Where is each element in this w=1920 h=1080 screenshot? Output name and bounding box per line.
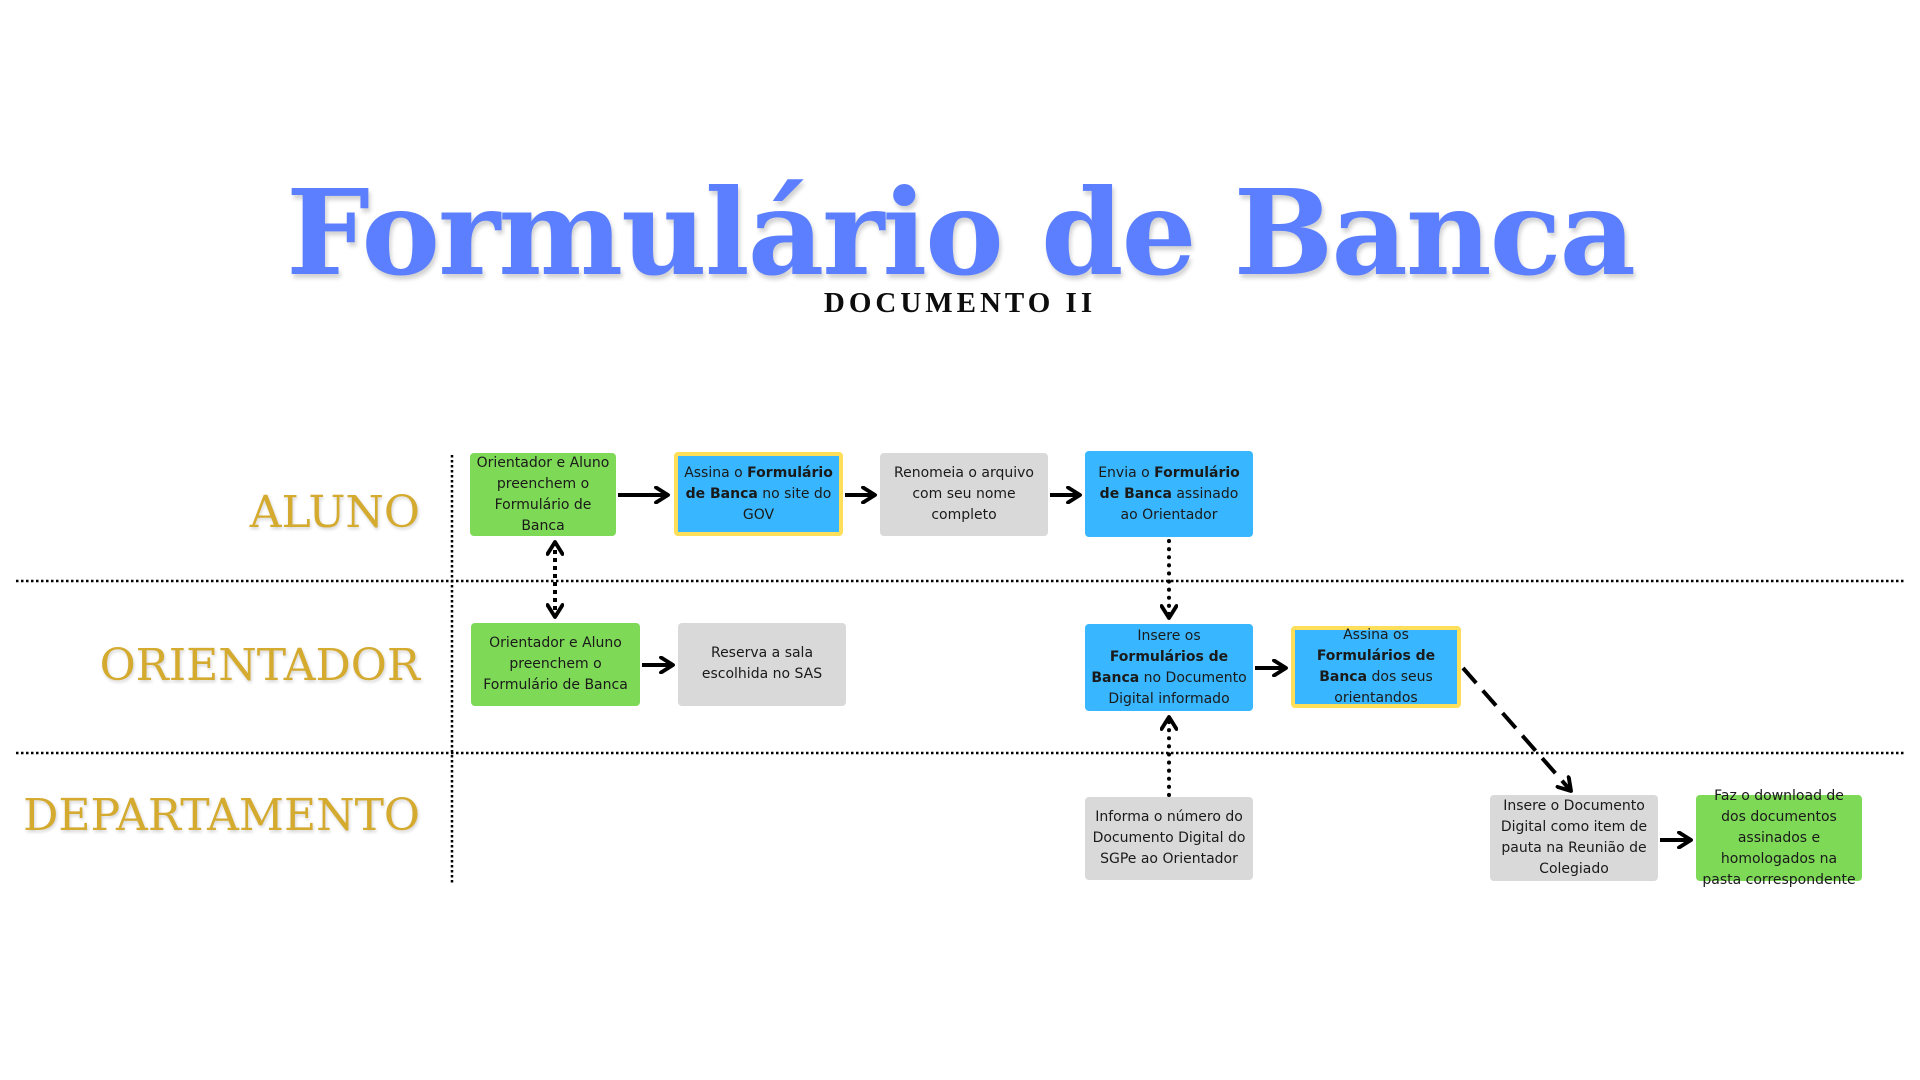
step-orientador-preenchem-formulario: Orientador e Aluno preenchem o Formulári… (471, 623, 640, 706)
step-text-run: Reserva a sala escolhida no SAS (701, 645, 823, 682)
step-aluno-envia-formulario: Envia o Formulário de Banca assinado ao … (1085, 451, 1253, 537)
step-text: Reserva a sala escolhida no SAS (684, 643, 840, 685)
step-text-run: no Documento Digital informado (1108, 669, 1247, 707)
step-text: Orientador e Aluno preenchem o Formulári… (477, 633, 634, 696)
step-text-bold: Formulário de Banca (1099, 464, 1240, 502)
lane-label-orientador: ORIENTADOR (99, 640, 420, 691)
step-text-run: Envia o (1098, 464, 1155, 481)
step-text-run: Renomeia o arquivo com seu nome completo (894, 465, 1034, 523)
lane-label-departamento: DEPARTAMENTO (23, 790, 420, 841)
step-text-run: Assina o (684, 464, 748, 481)
step-text-run: dos seus orientandos (1334, 669, 1433, 706)
step-aluno-preenchem-formulario: Orientador e Aluno preenchem o Formulári… (470, 453, 616, 536)
lane-label-aluno: ALUNO (249, 487, 420, 538)
step-departamento-download-documentos: Faz o download de dos documentos assinad… (1696, 788, 1862, 888)
step-text: Envia o Formulário de Banca assinado ao … (1091, 463, 1247, 526)
page-subtitle: DOCUMENTO II (823, 287, 1097, 319)
arrow-orient4-depto2 (1461, 666, 1571, 791)
step-orientador-insere-formularios: Insere os Formulários de Banca no Docume… (1085, 624, 1253, 711)
step-text-run: Insere o Documento Digital como item de … (1500, 798, 1648, 877)
page-title: Formulário de Banca (286, 163, 1636, 302)
step-text-bold: Formulários de Banca (1316, 648, 1436, 685)
step-text-run: Orientador e Aluno preenchem o Formulári… (476, 454, 610, 534)
step-text-bold: Formulário de Banca (685, 464, 833, 502)
step-text: Renomeia o arquivo com seu nome completo (886, 463, 1042, 526)
step-text: Insere o Documento Digital como item de … (1496, 796, 1652, 880)
step-text-run: Informa o número do Documento Digital do… (1092, 809, 1246, 867)
step-text-bold: Formulários de Banca (1091, 648, 1229, 686)
step-text: Assina os Formulários de Banca dos seus … (1301, 625, 1451, 709)
step-text: Orientador e Aluno preenchem o Formulári… (476, 453, 610, 537)
step-departamento-informa-numero: Informa o número do Documento Digital do… (1085, 797, 1253, 880)
step-text-run: Orientador e Aluno preenchem o Formulári… (483, 635, 628, 693)
step-text-run: no site do GOV (742, 485, 832, 523)
step-orientador-assina-formularios: Assina os Formulários de Banca dos seus … (1291, 626, 1461, 708)
step-text-run: Faz o download de dos documentos assinad… (1702, 787, 1856, 888)
step-text-run: Insere os (1137, 627, 1201, 644)
step-text-run: assinado ao Orientador (1120, 485, 1239, 523)
step-text: Faz o download de dos documentos assinad… (1702, 786, 1856, 891)
step-aluno-renomeia-arquivo: Renomeia o arquivo com seu nome completo (880, 453, 1048, 536)
step-aluno-assina-formulario-gov: Assina o Formulário de Banca no site do … (674, 452, 843, 536)
step-text: Assina o Formulário de Banca no site do … (684, 463, 833, 526)
step-orientador-reserva-sala: Reserva a sala escolhida no SAS (678, 623, 846, 706)
step-text: Insere os Formulários de Banca no Docume… (1091, 626, 1247, 710)
step-text: Informa o número do Documento Digital do… (1091, 807, 1247, 870)
step-departamento-insere-pauta: Insere o Documento Digital como item de … (1490, 795, 1658, 881)
step-text-run: Assina os (1343, 627, 1409, 643)
